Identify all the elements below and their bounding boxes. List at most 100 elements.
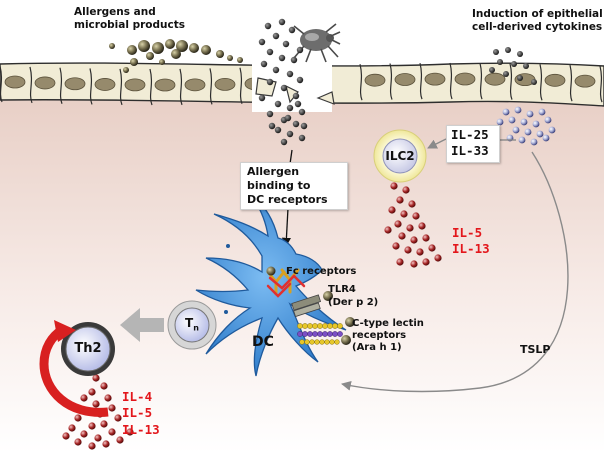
induction-label-line-1: Induction of epithelial: [472, 8, 603, 20]
th2-granule: [80, 430, 88, 438]
ilc2-il13-text: IL-13: [452, 241, 490, 257]
microbial-particle: [292, 92, 300, 100]
gap-to-box-line: [289, 149, 293, 165]
epithelial-nucleus: [424, 72, 446, 86]
microbial-particle: [497, 59, 503, 65]
allergen-particle: [146, 52, 154, 60]
epithelial-cytokine-particle: [508, 116, 516, 124]
ilc2-granule: [400, 210, 408, 218]
allergen-particles: [109, 39, 243, 73]
ilc2-granule: [418, 222, 426, 230]
lectin-bead: [309, 339, 315, 345]
lectin-bead: [322, 323, 328, 329]
microbial-particle: [258, 94, 266, 102]
lectin-bead: [319, 339, 325, 345]
fc-allergen-dot: [266, 266, 276, 276]
epithelial-cell-border: [239, 67, 243, 104]
th2-granule: [100, 382, 108, 390]
microbial-particle: [280, 84, 288, 92]
th2-granule: [102, 440, 110, 448]
lectin-bead: [327, 331, 333, 337]
epithelial-nucleus: [124, 78, 146, 92]
allergen-particle: [227, 55, 233, 61]
th2-granule: [74, 438, 82, 446]
microbial-particle: [272, 66, 280, 74]
epithelial-nucleus: [454, 72, 476, 86]
th2-il13-text: IL-13: [122, 421, 160, 437]
epithelial-nucleus: [364, 73, 386, 87]
th2-granule: [100, 420, 108, 428]
th2-granule: [80, 394, 88, 402]
microbial-particle: [531, 79, 537, 85]
tlr4-allergen-dot: [323, 291, 333, 301]
epithelial-cytokine-particle: [514, 106, 522, 114]
lectin-allergen-dot-1: [345, 317, 355, 327]
microbial-particle: [298, 108, 306, 116]
lectin-bead: [327, 323, 333, 329]
epithelial-cell-border: [0, 65, 3, 103]
epithelial-cytokine-particle: [548, 126, 556, 134]
epithelial-cell-border: [479, 63, 483, 100]
microbial-particle: [511, 61, 517, 67]
microbial-particle: [292, 120, 300, 128]
microbial-particle: [278, 54, 286, 62]
epithelial-cytokine-particle: [544, 116, 552, 124]
epithelial-cytokine-particle: [496, 118, 504, 126]
epithelial-nucleus: [154, 78, 176, 92]
il-cytokines-label: IL-25 IL-33: [451, 127, 489, 160]
microbial-particle: [517, 51, 523, 57]
microbial-particle: [298, 134, 306, 142]
epithelial-cytokine-particle: [530, 138, 538, 146]
th2-label: Th2: [74, 341, 102, 356]
il25-text: IL-25: [451, 127, 489, 142]
induction-label-line-2: cell-derived cytokines: [472, 21, 603, 34]
th2-granule: [62, 432, 70, 440]
microbial-particle: [260, 60, 268, 68]
allergen-particle: [171, 49, 181, 59]
ilc2-granule: [412, 212, 420, 220]
microbial-particle: [284, 114, 292, 122]
epithelial-cell-border: [179, 68, 183, 106]
ilc2-granule: [410, 260, 418, 268]
epithelial-nucleus: [34, 76, 56, 90]
th2-granule: [68, 424, 76, 432]
autocrine-loop-arrow: [39, 320, 109, 417]
epithelial-cytokine-particles: [496, 106, 556, 146]
lectin-bead: [337, 323, 343, 329]
induction-label: Induction of epithelial cell-derived cyt…: [472, 8, 603, 34]
epithelial-cell-border: [149, 68, 153, 106]
epithelial-cytokine-particle: [502, 108, 510, 116]
ilc2-granule: [422, 234, 430, 242]
lectin-bead: [322, 331, 328, 337]
allergen-particle: [138, 40, 150, 52]
lectin-bead: [304, 339, 310, 345]
epithelial-cell-border: [359, 64, 363, 101]
microbial-particle: [282, 40, 290, 48]
allergen-binding-line-2: binding to: [247, 178, 311, 192]
ilc2-granule: [434, 254, 442, 262]
ilc2-granule: [408, 200, 416, 208]
il25-il33-box: IL-25 IL-33: [446, 125, 500, 163]
allergen-binding-line-1: Allergen: [247, 165, 300, 178]
epithelial-cytokine-particle: [526, 110, 534, 118]
allergen-particle: [189, 43, 199, 53]
epithelial-nucleus: [394, 73, 416, 86]
microbial-particle: [493, 49, 499, 55]
ilc2-granule: [428, 244, 436, 252]
microbial-particle: [288, 26, 296, 34]
allergens-label-line-1: Allergens and: [74, 6, 156, 18]
epithelial-cell-border: [569, 65, 573, 102]
th2-granule: [88, 442, 96, 450]
epithelial-cell-border: [29, 66, 33, 104]
lectin-bead: [334, 339, 340, 345]
ilc2-granule: [388, 206, 396, 214]
epithelial-cytokine-particle: [542, 134, 550, 142]
epithelial-cytokine-particle: [538, 108, 546, 116]
microbial-particle: [503, 71, 509, 77]
allergen-particle: [159, 59, 165, 65]
ilc2-granule: [410, 236, 418, 244]
lectin-bead: [307, 323, 313, 329]
th2-granule: [108, 428, 116, 436]
